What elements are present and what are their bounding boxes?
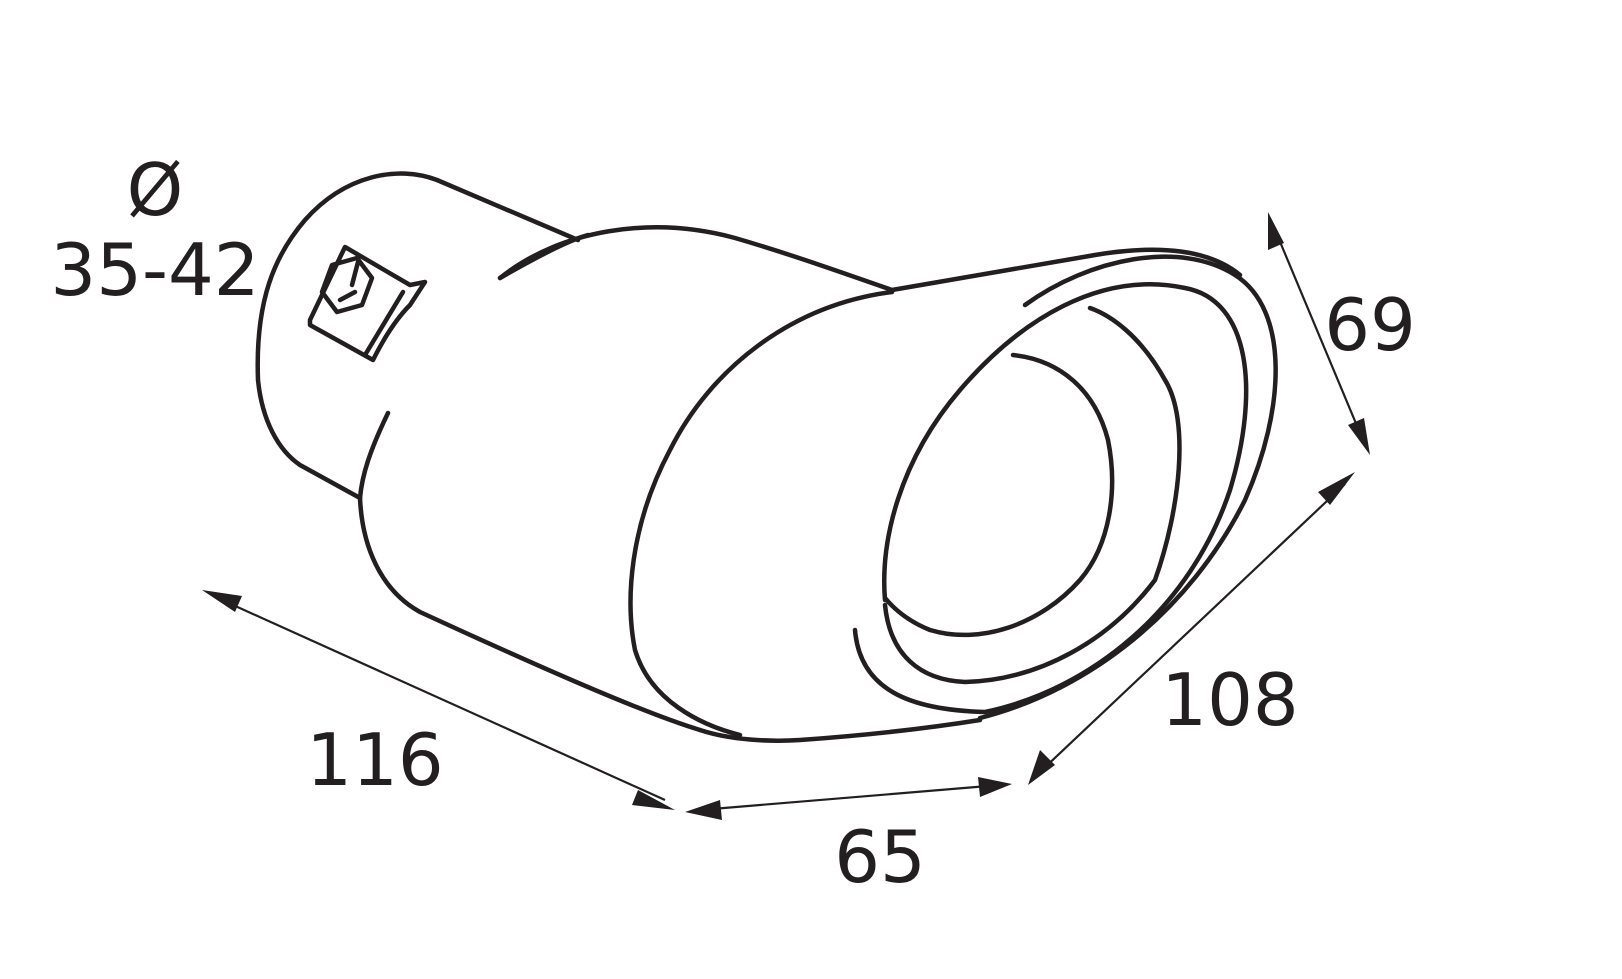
outlet-inner-rim xyxy=(882,305,1182,685)
outlet-width-label: 108 xyxy=(1161,658,1298,742)
diameter-value: 35-42 xyxy=(50,228,259,312)
arrow-69-start xyxy=(1268,212,1284,250)
clamp-band xyxy=(307,244,428,363)
arrow-116-start xyxy=(202,590,242,612)
exhaust-tip-outline xyxy=(255,171,1278,743)
body-shoulder xyxy=(889,247,1243,293)
arrow-108-start xyxy=(1028,750,1055,785)
inlet-pipe-bottom-edge xyxy=(357,495,703,733)
outlet-middle-rim xyxy=(852,282,1249,715)
body-bottom-edge xyxy=(697,717,983,743)
dim-line-69 xyxy=(1271,224,1367,446)
clamp-slot xyxy=(362,289,406,358)
tip-depth-label: 65 xyxy=(834,815,926,899)
hex-bolt-detail xyxy=(337,259,361,303)
dimension-lines xyxy=(202,212,1370,820)
length-label: 116 xyxy=(306,718,443,802)
dim-line-108 xyxy=(1039,483,1346,773)
arrow-116-end xyxy=(632,790,675,810)
inlet-rim-lower xyxy=(357,410,391,501)
body-top-edge xyxy=(497,225,895,293)
arrow-65-start xyxy=(685,800,722,820)
arrow-69-end xyxy=(1348,418,1370,455)
dim-line-116 xyxy=(221,598,666,802)
body-left-profile xyxy=(628,289,895,738)
outlet-height-label: 69 xyxy=(1324,283,1416,367)
arrow-65-end xyxy=(978,777,1012,797)
outlet-opening xyxy=(882,352,1115,638)
hex-bolt-icon xyxy=(319,255,375,315)
inlet-pipe-top-edge xyxy=(255,171,581,501)
arrow-108-end xyxy=(1318,472,1355,505)
dimension-labels: Ø 35-42 116 65 108 69 xyxy=(50,148,1415,899)
dim-line-65 xyxy=(699,783,1001,812)
diameter-symbol: Ø xyxy=(127,148,184,232)
